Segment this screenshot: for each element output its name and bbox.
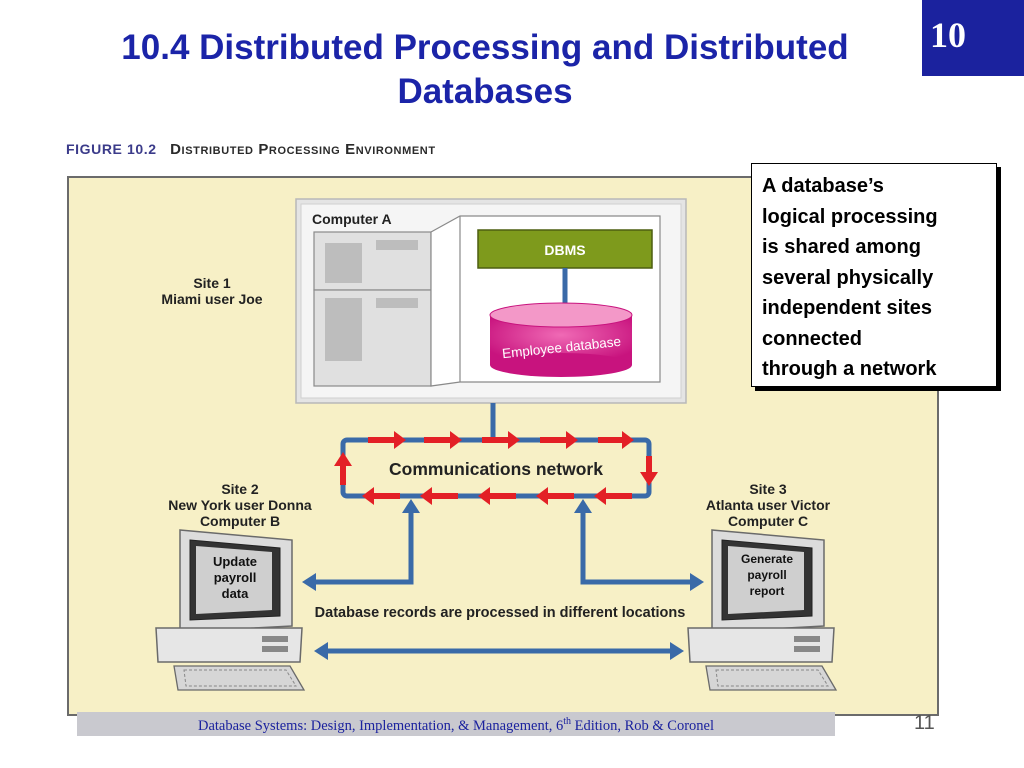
network-site2-arrowhead <box>302 573 316 591</box>
site3-user: Atlanta user Victor <box>706 497 831 513</box>
dbms-label: DBMS <box>544 242 585 258</box>
callout-line6: connected <box>762 327 863 350</box>
window-panel-bottom-bar <box>376 298 418 308</box>
dbms-box <box>477 229 653 269</box>
network-arrow-left-up <box>334 452 352 485</box>
screen-b-line1: Update <box>213 554 257 569</box>
records-arrowhead-right <box>670 642 684 660</box>
callout-line2: logical processing <box>762 205 938 228</box>
chapter-badge-text: 10 <box>930 15 966 55</box>
footer-bar <box>77 712 835 736</box>
figure-number: FIGURE 10.2 <box>66 141 157 157</box>
site3-title: Site 3 <box>749 481 787 497</box>
footer-text-before: Database Systems: Design, Implementation… <box>197 717 564 734</box>
network-site3-arrowhead <box>690 573 704 591</box>
figure-caption-text: Distributed Processing Environment <box>170 141 436 158</box>
computer-c-icon: Generate payroll report <box>687 529 838 691</box>
network-arrows-bottom <box>362 487 632 505</box>
slide-title: 10.4 Distributed Processing and Distribu… <box>40 26 930 114</box>
callout-line7: through a network <box>762 358 937 380</box>
screen-c-line2: payroll <box>747 568 786 582</box>
computer-a-label: Computer A <box>312 211 392 227</box>
records-arrowhead-left <box>314 642 328 660</box>
chapter-badge: 10 <box>922 0 1024 76</box>
footer-sup: th <box>563 716 572 727</box>
screen-c-line3: report <box>750 584 785 598</box>
callout-line1: A database’s <box>762 175 884 197</box>
network-label: Communications network <box>389 459 603 479</box>
network-arrow-right-down <box>640 456 658 486</box>
page-number: 11 <box>914 712 935 734</box>
callout-line3: is shared among <box>762 236 921 258</box>
site2-title: Site 2 <box>221 481 259 497</box>
window-panel-bottom-block <box>325 298 362 361</box>
network-site3-connector <box>580 504 698 585</box>
records-label: Database records are processed in differ… <box>315 605 686 621</box>
site2-computer: Computer B <box>200 513 280 529</box>
figure-caption: FIGURE 10.2 Distributed Processing Envir… <box>66 141 436 158</box>
network-site3-arrowhead-up <box>574 499 592 513</box>
network-site2-connector <box>308 504 414 585</box>
database-cylinder-top <box>489 302 633 328</box>
screen-c-line1: Generate <box>741 552 793 566</box>
slide-title-line1: 10.4 Distributed Processing and Distribu… <box>121 28 849 67</box>
site2-user: New York user Donna <box>168 497 312 513</box>
site1-user: Miami user Joe <box>161 291 262 307</box>
site3-computer: Computer C <box>728 513 808 529</box>
callout-box: A database’s logical processing is share… <box>751 163 997 387</box>
callout-line4: several physically <box>762 266 934 289</box>
screen-b-line2: payroll <box>214 570 257 585</box>
slide-title-line2: Databases <box>397 72 573 111</box>
site1-title: Site 1 <box>193 275 231 291</box>
computer-b-icon: Update payroll data <box>155 529 306 691</box>
footer-text-after: Edition, Rob & Coronel <box>571 717 714 734</box>
database-cylinder-bottom <box>490 353 632 377</box>
screen-b-line3: data <box>222 586 250 601</box>
window-panel-top-block <box>325 243 362 283</box>
network-site2-arrowhead-up <box>402 499 420 513</box>
callout-line5: independent sites <box>762 297 933 319</box>
footer-citation: Database Systems: Design, Implementation… <box>80 716 832 735</box>
window-panel-top-bar <box>376 240 418 250</box>
network-arrows-top <box>368 431 634 449</box>
